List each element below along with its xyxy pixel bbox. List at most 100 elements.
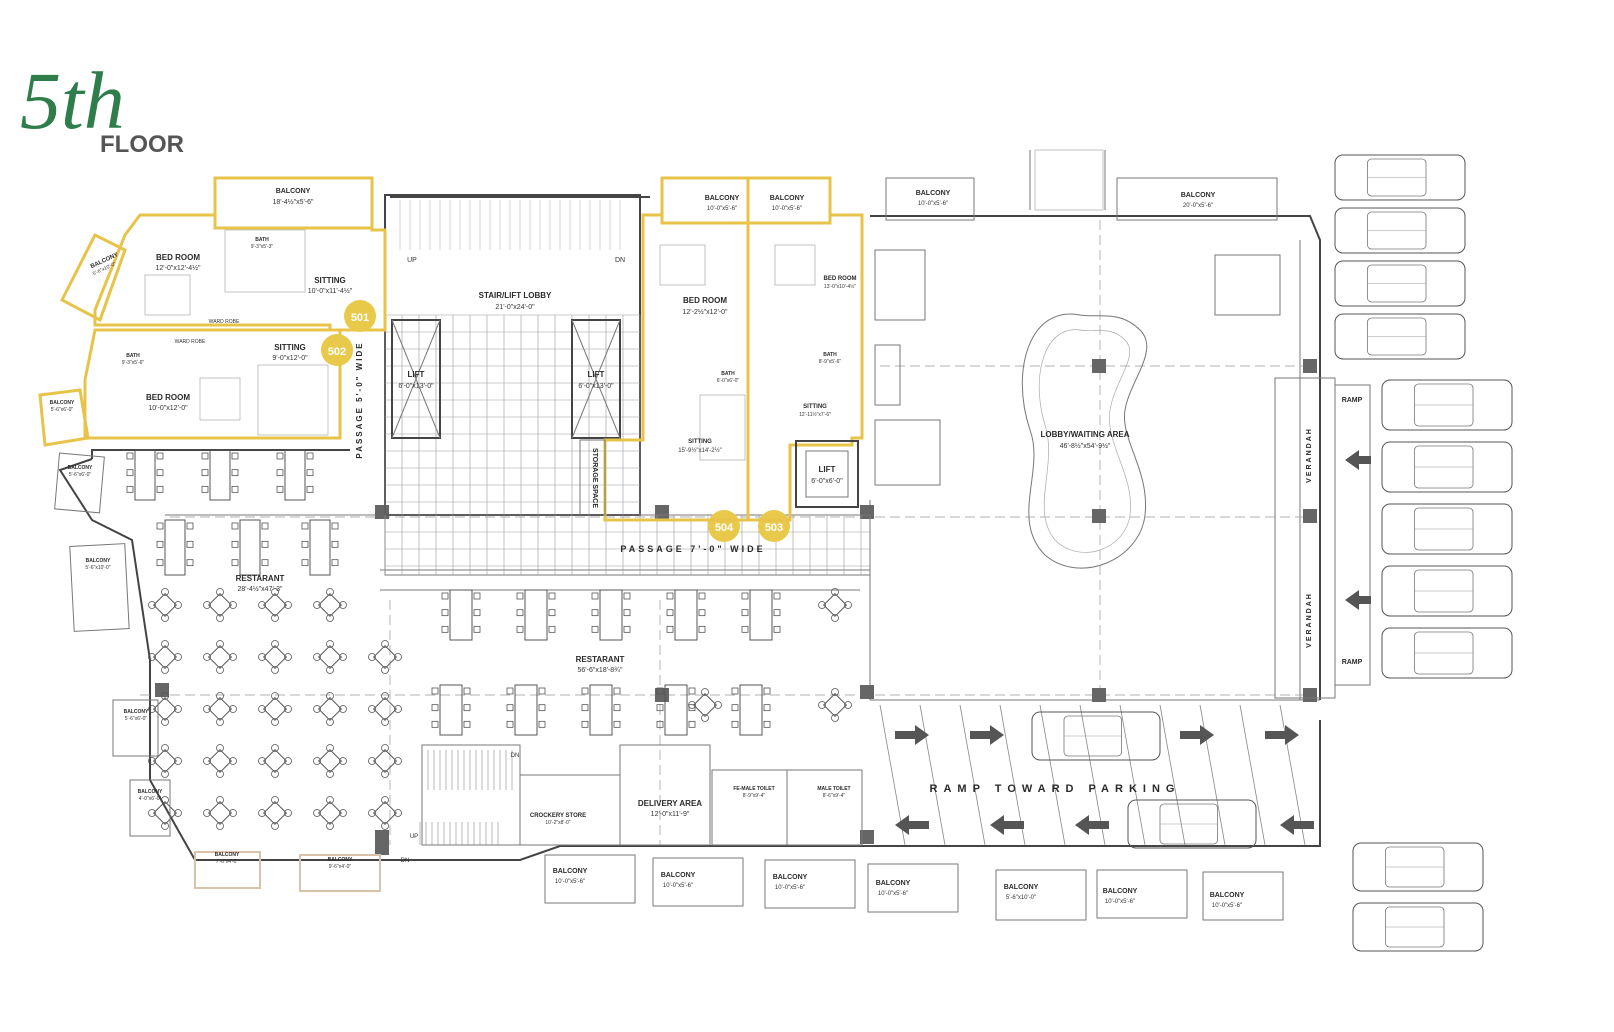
sitting-501-name: SITTING (314, 276, 346, 285)
left-balcony-2-name: BALCONY (86, 558, 111, 564)
bottom-balcony-2-size: 9'-6"x4'-0" (329, 864, 352, 870)
arrow-right-icon (895, 725, 929, 745)
restaurant-labels: RESTARANT 28'-4½"x47'-3" RESTARANT 56'-6… (236, 574, 625, 674)
bedroom-501-name: BED ROOM (156, 253, 200, 262)
left-balcony-1-size: 5'-6"x6'-0" (69, 472, 92, 478)
service-stair (419, 750, 513, 845)
service-stair-dn2: DN (401, 858, 410, 864)
bottom-balcony-9-name: BALCONY (1210, 892, 1245, 899)
sitting-504-size: 15'-9½"x14'-2½" (678, 447, 722, 454)
storage-label: STORAGE SPACE (591, 448, 598, 508)
bath-502-size: 9'-3"x5'-6" (122, 360, 145, 366)
sitting-502-size: 9'-0"x12'-0" (272, 355, 308, 362)
unit-501-number: 501 (351, 312, 369, 324)
balcony-502-name: BALCONY (50, 400, 75, 406)
balcony-top-4-name: BALCONY (1181, 192, 1216, 199)
arrow-left-icon (1075, 815, 1109, 835)
bottom-balcony-6-size: 10'-0"x5'-6" (878, 891, 908, 897)
service-stair-dn: DN (511, 753, 520, 759)
bottom-balcony-5-size: 10'-0"x5'-6" (775, 885, 805, 891)
restaurant-1-size: 28'-4½"x47'-3" (237, 585, 283, 593)
bottom-balcony-7-name: BALCONY (1004, 884, 1039, 891)
bottom-balcony-9-size: 10'-0"x5'-6" (1212, 903, 1242, 909)
ramp-parking-label: RAMP TOWARD PARKING (930, 783, 1181, 795)
left-balcony-2-size: 5'-6"x10'-0" (85, 565, 110, 571)
bottom-balcony-1-size: 7'-6"x4'-0" (216, 859, 239, 865)
service-stair-up: UP (410, 834, 418, 840)
balcony-503-name: BALCONY (770, 195, 805, 202)
restaurant-1-name: RESTARANT (236, 574, 285, 583)
floor-word: FLOOR (100, 131, 184, 158)
restaurant-furniture (126, 449, 852, 830)
left-balcony-4-name: BALCONY (138, 789, 163, 795)
lift-1-size: 6'-0"x13'-0" (398, 383, 434, 390)
unit-503-number: 503 (765, 522, 783, 534)
passage-5-label: PASSAGE 5'-0" WIDE (355, 341, 364, 458)
bedroom-504-name: BED ROOM (683, 296, 727, 305)
restaurant-2-name: RESTARANT (576, 655, 625, 664)
bottom-balcony-6-name: BALCONY (876, 880, 911, 887)
arrow-left-icon (1345, 450, 1371, 470)
delivery-size: 12'-0"x11'-9" (651, 811, 690, 818)
bath-503-name: BATH (823, 352, 837, 358)
top-right-balconies: BALCONY 10'-0"x5'-6" BALCONY 20'-0"x5'-6… (885, 177, 1278, 221)
stair-up-label: UP (407, 257, 417, 264)
unit-504: BALCONY 10'-0"x5'-6" BED ROOM 12'-2½"x12… (603, 176, 750, 522)
floor-number: 5th (20, 55, 125, 146)
storage-and-lift: STORAGE SPACE LIFT 6'-0"x6'-0" (579, 439, 859, 516)
unit-badges: 501 502 504 503 (321, 300, 790, 542)
bath-502-name: BATH (126, 353, 140, 359)
unit-503-badge[interactable] (758, 510, 790, 542)
male-toilet-size: 8'-6"x9'-4" (823, 793, 846, 799)
left-balconies: BALCONY 5'-6"x6'-0" BALCONY 5'-6"x10'-0"… (54, 452, 171, 837)
stair-lift-lobby: STAIR/LIFT LOBBY 21'-0"x24'-0" UP DN LIF… (384, 194, 641, 516)
bedroom-502-size: 10'-0"x12'-0" (148, 405, 188, 412)
delivery-name: DELIVERY AREA (638, 799, 702, 808)
balcony-504-name: BALCONY (705, 195, 740, 202)
arrow-left-icon (895, 815, 929, 835)
verandah-1-label: VERANDAH (1306, 427, 1313, 483)
verandah-2-label: VERANDAH (1306, 592, 1313, 648)
balcony-top-3-size: 10'-0"x5'-6" (918, 201, 948, 207)
lobby-area: LOBBY/WAITING AREA 46'-8½"x54'-9½" (874, 249, 1281, 569)
female-toilet-size: 8'-9"x9'-4" (743, 793, 766, 799)
bottom-balcony-4-size: 10'-0"x5'-6" (663, 883, 693, 889)
bedroom-501-size: 12'-0"x12'-4½" (155, 264, 201, 272)
sitting-503-name: SITTING (803, 404, 827, 410)
lift-2-size: 6'-0"x13'-0" (578, 383, 614, 390)
unit-502-number: 502 (328, 346, 346, 358)
lift-3-size: 6'-0"x6'-0" (811, 478, 843, 485)
arrow-right-icon (1265, 725, 1299, 745)
crockery-name: CROCKERY STORE (530, 813, 586, 819)
unit-502: WARD ROBE BATH 9'-3"x5'-6" BED ROOM 10'-… (38, 328, 342, 447)
arrow-left-icon (1280, 815, 1314, 835)
lift-3-name: LIFT (819, 465, 836, 474)
male-toilet-name: MALE TOILET (817, 786, 850, 792)
bottom-balcony-2-name: BALCONY (328, 857, 353, 863)
unit-501-badge[interactable] (344, 300, 376, 332)
unit-503: BALCONY 10'-0"x5'-6" BED ROOM 13'-0"x10'… (746, 176, 864, 522)
columns (155, 359, 1317, 855)
balcony-503-size: 10'-0"x5'-6" (772, 206, 802, 212)
bottom-balcony-1-name: BALCONY (215, 852, 240, 858)
ramp-parking: RAMP TOWARD PARKING (879, 704, 1314, 846)
sitting-501-size: 10'-0"x11'-4½" (308, 287, 353, 295)
bath-501-size: 9'-3"x5'-3" (251, 244, 274, 250)
balcony-504-size: 10'-0"x5'-6" (707, 206, 737, 212)
wardrobe-2-label: WARD ROBE (175, 339, 206, 345)
unit-502-badge[interactable] (321, 334, 353, 366)
bottom-balcony-4-name: BALCONY (661, 872, 696, 879)
bottom-balconies: BALCONY 7'-6"x4'-0" BALCONY 9'-6"x4'-0" … (194, 851, 1284, 921)
pool-shape (1021, 313, 1148, 569)
left-balcony-3-size: 5'-6"x6'-0" (125, 716, 148, 722)
balcony-502-size: 5'-6"x6'-0" (51, 407, 74, 413)
balcony-501-name: BALCONY (276, 188, 311, 195)
ramp-1-label: RAMP (1342, 397, 1363, 404)
bottom-balcony-8-name: BALCONY (1103, 888, 1138, 895)
restaurant-2-size: 56'-6"x18'-8¾" (577, 667, 623, 674)
crockery-size: 10'-2"x8'-0" (545, 820, 570, 826)
unit-504-badge[interactable] (708, 510, 740, 542)
sitting-502-name: SITTING (274, 343, 306, 352)
balcony-501-size: 18'-4½"x5'-6" (272, 198, 314, 206)
